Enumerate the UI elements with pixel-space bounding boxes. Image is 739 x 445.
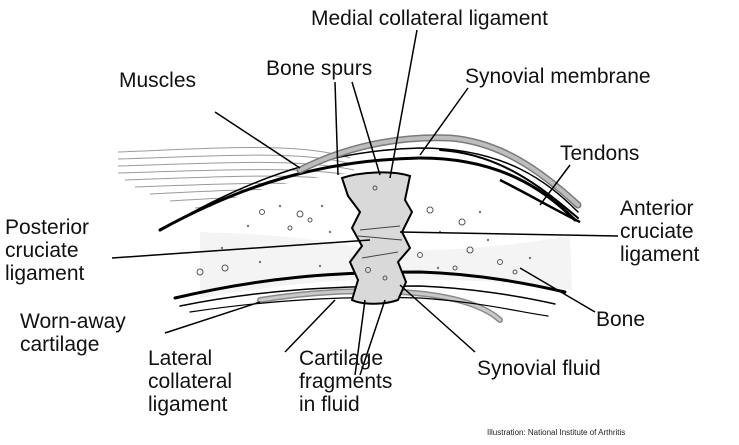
label-lateral-collateral-line1: Lateral — [148, 348, 212, 370]
label-synovial-membrane: Synovial membrane — [465, 66, 651, 88]
label-tendons: Tendons — [560, 143, 639, 165]
label-lateral-collateral-line2: collateral — [148, 371, 232, 393]
label-worn-away-line1: Worn-away — [20, 311, 126, 333]
label-posterior-cruciate-line2: cruciate — [5, 240, 79, 262]
label-bone: Bone — [596, 309, 645, 331]
label-medial-collateral-ligament: Medial collateral ligament — [311, 8, 548, 30]
illustration-credit: Illustration: National Institute of Arth… — [487, 428, 625, 438]
label-posterior-cruciate-line1: Posterior — [5, 217, 89, 239]
label-anterior-cruciate-line2: cruciate — [620, 221, 694, 243]
label-synovial-fluid: Synovial fluid — [477, 358, 601, 380]
label-cartilage-fragments-line2: fragments — [299, 371, 392, 393]
label-posterior-cruciate-line3: ligament — [5, 263, 84, 285]
label-bone-spurs: Bone spurs — [266, 58, 372, 80]
label-anterior-cruciate-line3: ligament — [620, 244, 699, 266]
label-anterior-cruciate-line1: Anterior — [620, 198, 694, 220]
label-lateral-collateral-line3: ligament — [148, 394, 227, 416]
label-cartilage-fragments-line1: Cartilage — [299, 348, 383, 370]
label-cartilage-fragments-line3: in fluid — [299, 394, 360, 416]
label-muscles: Muscles — [119, 70, 196, 92]
label-worn-away-line2: cartilage — [20, 334, 99, 356]
